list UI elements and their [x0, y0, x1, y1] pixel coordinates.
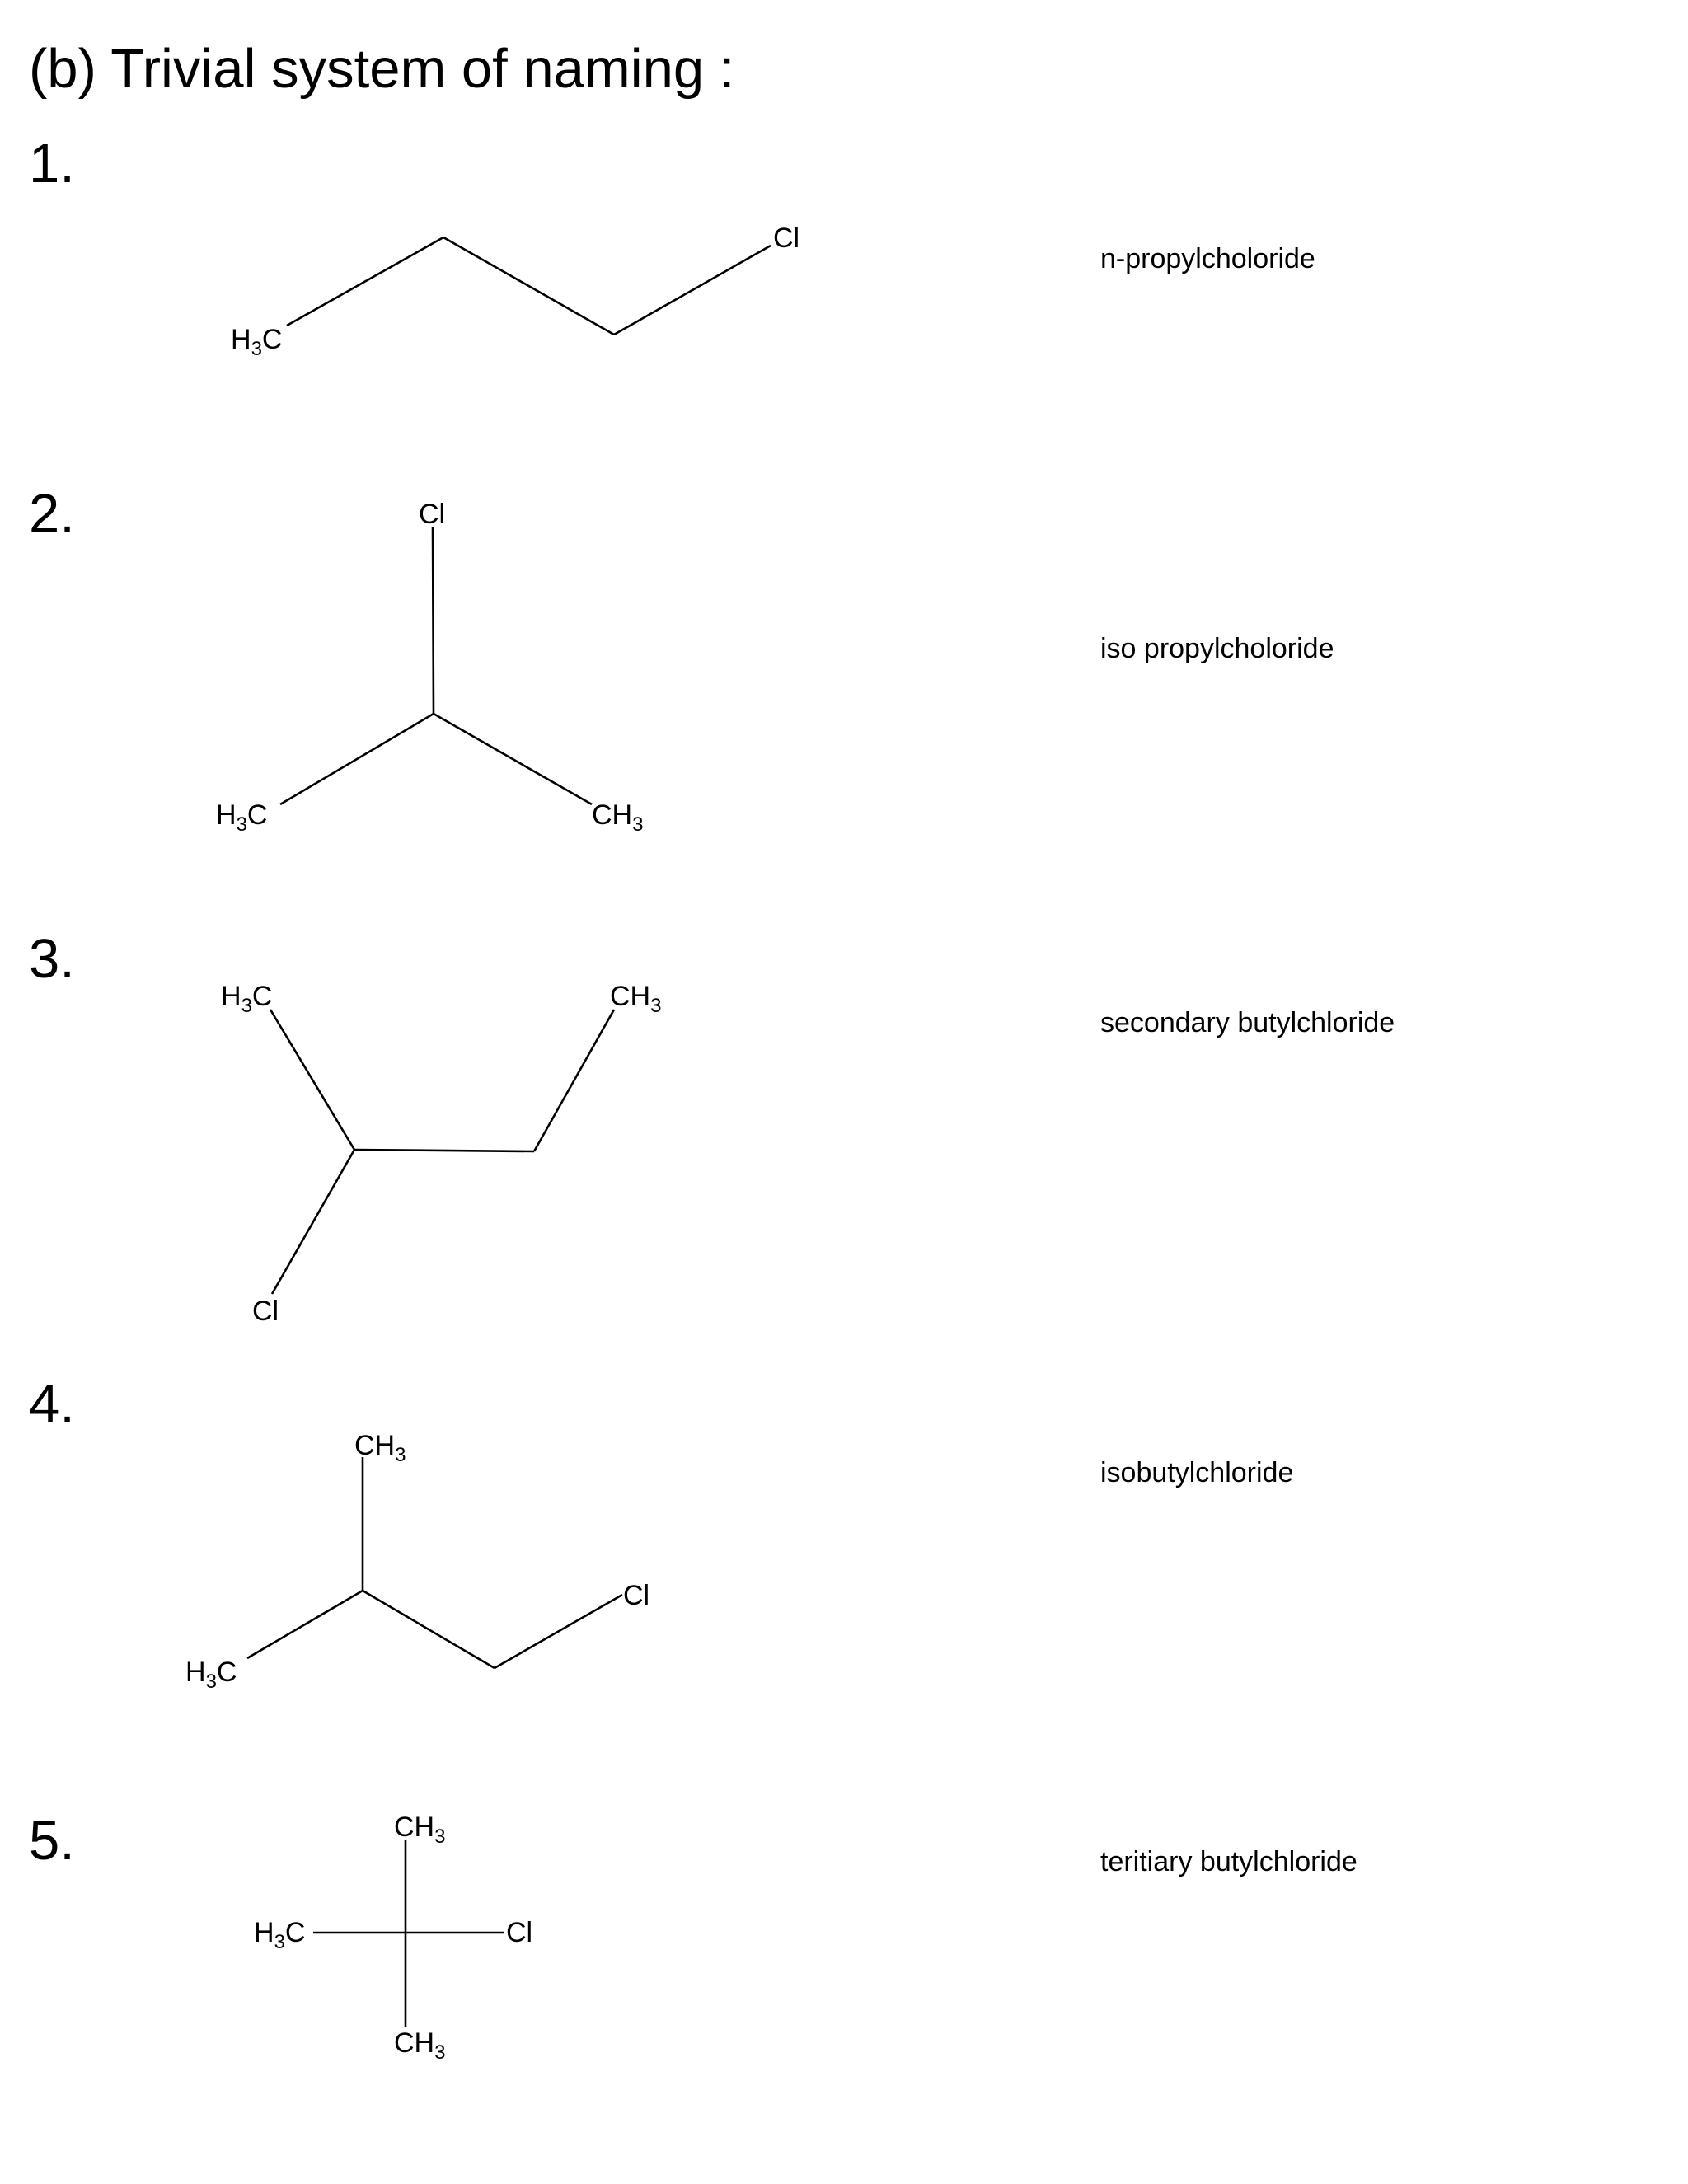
bond [433, 712, 593, 806]
compound-3-name: secondary butylchloride [1100, 1007, 1395, 1038]
compound-2-structure: Cl H3C CH3 [216, 499, 643, 836]
section-heading: (b) Trivial system of naming : [29, 38, 735, 100]
compound-1-name: n-propylcholoride [1100, 243, 1315, 274]
bond [279, 712, 434, 806]
atom-label-ch3: CH3 [592, 799, 643, 836]
atom-label-cl: Cl [252, 1296, 279, 1327]
compound-3-structure: H3C CH3 Cl [221, 981, 661, 1327]
compound-4-structure: CH3 Cl H3C [185, 1430, 649, 1693]
atom-label-h3c: H3C [221, 981, 272, 1017]
atom-label-cl: Cl [623, 1580, 649, 1611]
bond [246, 1589, 363, 1660]
bond [270, 1149, 356, 1295]
atom-label-h3c: H3C [231, 324, 282, 360]
atom-label-ch3-top: CH3 [394, 1811, 445, 1848]
bond [286, 236, 444, 327]
atom-label-cl: Cl [773, 223, 799, 254]
compound-5-name: teritiary butylchloride [1100, 1846, 1357, 1877]
atom-label-h3c: H3C [254, 1917, 305, 1953]
compound-2-number: 2. [29, 483, 75, 545]
bond [613, 244, 771, 336]
compound-5-structure: CH3 H3C Cl CH3 [254, 1811, 532, 2064]
atom-label-ch3: CH3 [354, 1430, 406, 1466]
compound-2-name: iso propylcholoride [1100, 633, 1334, 664]
atom-label-ch3: CH3 [610, 981, 661, 1017]
atom-label-cl: Cl [419, 499, 445, 530]
compound-4-name: isobutylchloride [1100, 1457, 1294, 1488]
compound-1-structure: H3C Cl [231, 223, 799, 360]
compound-5-number: 5. [29, 1810, 75, 1872]
compound-3-number: 3. [29, 928, 75, 990]
atom-label-ch3-bottom: CH3 [394, 2027, 445, 2064]
atom-label-h3c: H3C [185, 1657, 237, 1693]
atom-label-h3c: H3C [216, 799, 267, 836]
compound-1-number: 1. [29, 133, 75, 194]
bond [532, 1009, 616, 1152]
bond [431, 527, 435, 715]
bond [354, 1148, 535, 1153]
bond [443, 236, 615, 336]
atom-label-cl: Cl [506, 1917, 532, 1948]
bond [362, 1589, 495, 1670]
bond [494, 1593, 623, 1670]
bond [269, 1009, 356, 1151]
compound-4-number: 4. [29, 1373, 75, 1435]
